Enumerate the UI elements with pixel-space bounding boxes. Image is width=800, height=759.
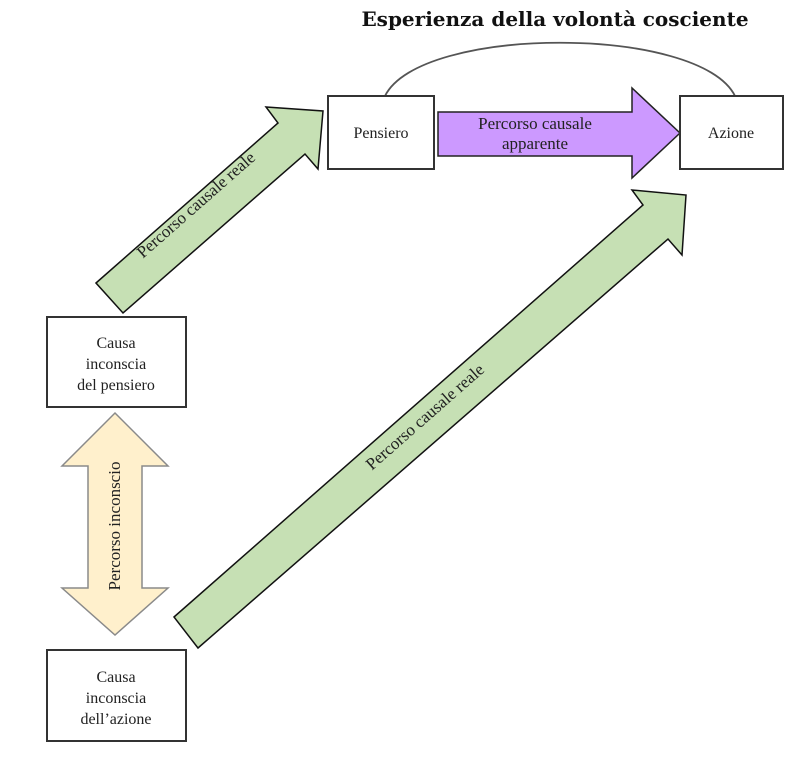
apparent-path-label-line2: apparente <box>502 134 568 153</box>
node-unconscious-thought-cause-box <box>46 316 187 408</box>
real-path-thought-arrow-shape <box>94 106 324 315</box>
node-unconscious-action-cause-line3: dell’azione <box>80 711 151 728</box>
node-thought-box <box>327 95 435 170</box>
node-thought-label: Pensiero <box>353 125 408 142</box>
node-unconscious-action-cause-line1: Causa <box>96 669 135 686</box>
real-path-thought-arrow: Percorso causale reale <box>94 106 324 315</box>
unconscious-path-label: Percorso inconscio <box>105 462 124 591</box>
unconscious-path-arrow-shape <box>60 411 170 637</box>
node-action: Azione <box>679 95 784 170</box>
real-path-action-arrow: Percorso causale reale <box>172 189 687 650</box>
node-unconscious-thought-cause-line3: del pensiero <box>77 377 155 394</box>
node-unconscious-action-cause-box <box>46 649 187 742</box>
node-unconscious-thought-cause-line2: inconscia <box>86 356 146 373</box>
node-action-box <box>679 95 784 170</box>
node-unconscious-thought-cause: Causa inconscia del pensiero <box>46 316 187 408</box>
diagram-title: Esperienza della volontà cosciente <box>361 7 748 31</box>
node-action-label: Azione <box>708 125 754 142</box>
node-thought: Pensiero <box>327 95 435 170</box>
node-unconscious-action-cause-line2: inconscia <box>86 690 146 707</box>
real-path-action-arrow-shape <box>172 189 687 650</box>
apparent-path-label-line1: Percorso causale <box>478 114 592 133</box>
conscious-will-arc <box>384 41 736 97</box>
node-unconscious-thought-cause-line1: Causa <box>96 335 135 352</box>
node-unconscious-action-cause: Causa inconscia dell’azione <box>46 649 187 742</box>
apparent-path-arrow-shape <box>437 86 682 180</box>
apparent-path-arrow: Percorso causale apparente <box>437 86 682 180</box>
real-path-action-label: Percorso causale reale <box>362 360 488 474</box>
unconscious-path-arrow: Percorso inconscio <box>60 411 170 637</box>
